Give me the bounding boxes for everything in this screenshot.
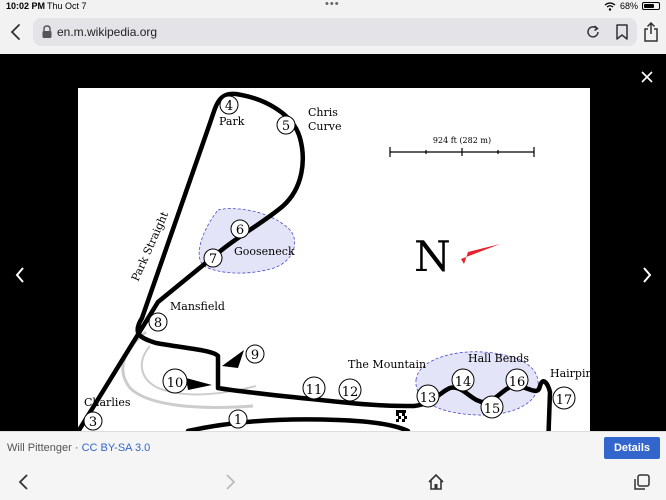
chevron-right-icon[interactable] <box>641 266 653 284</box>
turn-label: Mansfield <box>170 300 225 313</box>
svg-text:10: 10 <box>167 376 184 391</box>
attribution-separator: · <box>71 442 82 454</box>
forward-arrow-icon[interactable] <box>220 472 240 492</box>
status-time: 10:02 PM <box>6 1 46 11</box>
svg-text:17: 17 <box>556 393 573 408</box>
media-viewer: 924 ft (282 m) N Park Straight 4 Park 5 … <box>0 54 666 431</box>
scale-bar: 924 ft (282 m) <box>389 136 535 157</box>
svg-text:14: 14 <box>455 375 472 390</box>
turn-8: 8 Mansfield <box>148 300 225 332</box>
turn-17: 17 Hairpin <box>550 367 590 410</box>
status-date: Thu Oct 7 <box>47 1 87 11</box>
svg-text:9: 9 <box>251 348 259 363</box>
license-link[interactable]: CC BY-SA 3.0 <box>81 442 151 454</box>
svg-text:3: 3 <box>89 415 97 430</box>
svg-text:11: 11 <box>306 383 323 398</box>
multitask-dots-icon[interactable]: ••• <box>325 0 340 10</box>
svg-text:8: 8 <box>154 316 162 331</box>
turn-label: Curve <box>308 120 341 133</box>
turn-label: Chris <box>308 106 338 119</box>
attribution-text: Will Pittenger · CC BY-SA 3.0 <box>7 442 150 454</box>
turn-label: Hall Bends <box>468 352 529 365</box>
details-button[interactable]: Details <box>604 437 660 459</box>
share-icon[interactable] <box>643 22 659 42</box>
turn-14: 14 Hall Bends <box>451 352 529 392</box>
bottom-toolbar <box>0 464 666 500</box>
svg-text:1: 1 <box>234 413 242 428</box>
status-right: 68% <box>604 1 660 11</box>
turn-3: 3 Charlies <box>83 396 131 431</box>
turn-label: Charlies <box>84 396 131 409</box>
svg-text:4: 4 <box>225 99 233 114</box>
svg-text:15: 15 <box>484 402 501 417</box>
turn-label: Park <box>219 115 245 128</box>
svg-text:16: 16 <box>509 375 526 390</box>
author-name: Will Pittenger <box>7 442 72 454</box>
turn-12: 12 The Mountain <box>338 358 426 402</box>
turn-13: 13 <box>416 384 440 408</box>
scale-label: 924 ft (282 m) <box>433 136 491 145</box>
turn-4: 4 Park <box>219 95 245 128</box>
svg-text:5: 5 <box>282 119 290 134</box>
close-icon[interactable] <box>640 70 654 84</box>
wifi-icon <box>604 1 616 11</box>
turn-15: 15 <box>480 395 504 419</box>
turn-label: The Mountain <box>348 358 426 371</box>
reload-icon[interactable] <box>585 24 601 40</box>
url-bar-row: en.m.wikipedia.org <box>0 14 666 54</box>
battery-icon <box>642 2 660 10</box>
start-finish-icon <box>396 410 407 422</box>
svg-text:6: 6 <box>236 223 244 238</box>
turn-label: Gooseneck <box>234 245 295 258</box>
compass-arrow-icon <box>461 244 500 264</box>
turn-7: 7 Gooseneck <box>203 245 295 268</box>
track-path-lower <box>185 417 411 431</box>
svg-text:7: 7 <box>209 252 217 267</box>
compass-letter: N <box>414 232 451 281</box>
turn-6: 6 <box>230 219 250 239</box>
back-icon[interactable] <box>8 22 24 42</box>
turn-16: 16 <box>505 368 529 392</box>
svg-text:13: 13 <box>420 391 437 406</box>
tabs-icon[interactable] <box>632 472 652 492</box>
turn-5: 5 Chris Curve <box>276 106 341 135</box>
track-map-svg: 924 ft (282 m) N Park Straight 4 Park 5 … <box>78 91 590 431</box>
gooseneck-zone <box>198 208 296 274</box>
battery-fill <box>644 4 654 8</box>
back-arrow-icon[interactable] <box>14 472 34 492</box>
url-text: en.m.wikipedia.org <box>57 25 158 39</box>
lock-icon <box>42 25 52 38</box>
address-bar[interactable]: en.m.wikipedia.org <box>33 18 637 46</box>
turn-1: 1 <box>228 409 248 429</box>
turn-10: 10 <box>162 368 212 394</box>
home-icon[interactable] <box>426 472 446 492</box>
status-bar: 10:02 PM Thu Oct 7 ••• 68% <box>0 0 666 14</box>
track-map-image[interactable]: 924 ft (282 m) N Park Straight 4 Park 5 … <box>78 88 590 431</box>
battery-percent: 68% <box>619 1 638 11</box>
turn-label: Hairpin <box>550 367 590 380</box>
chevron-left-icon[interactable] <box>14 266 26 284</box>
attribution-bar: Will Pittenger · CC BY-SA 3.0 Details <box>0 431 666 464</box>
bookmark-icon[interactable] <box>615 24 629 40</box>
turn-11: 11 <box>302 376 326 400</box>
turn-9: 9 <box>222 344 265 368</box>
svg-text:12: 12 <box>342 385 359 400</box>
